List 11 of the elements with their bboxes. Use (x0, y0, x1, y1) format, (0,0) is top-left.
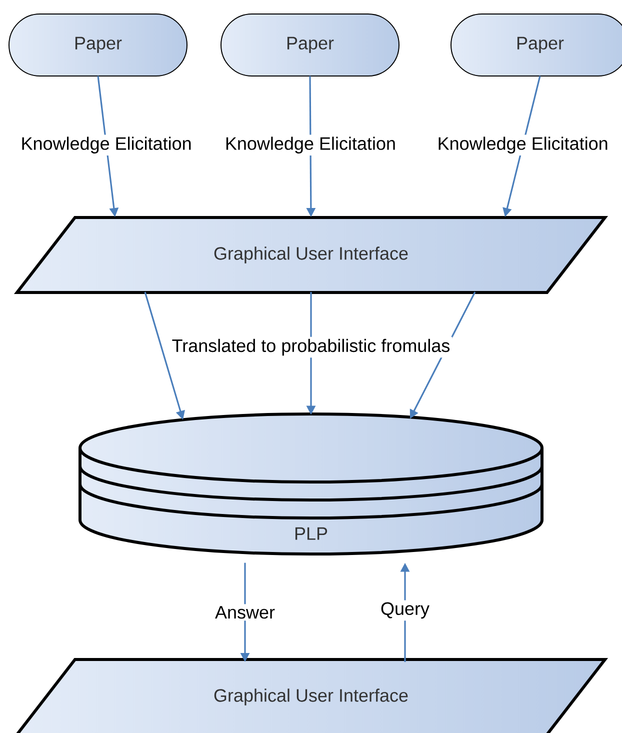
rounded-box: Paper (450, 14, 622, 76)
edge-label: Translated to probabilistic fromulas (170, 336, 452, 358)
rounded-box: Paper (8, 14, 188, 76)
edge-label: Query (378, 600, 432, 621)
edge-label: Knowledge Elicitation (18, 134, 194, 156)
edge-label: Knowledge Elicitation (435, 134, 610, 156)
database-cylinder: PLP (78, 412, 544, 556)
edge-label: Knowledge Elicitation (222, 134, 398, 156)
edge-label: Answer (213, 604, 278, 621)
rounded-box: Paper (220, 14, 400, 76)
node-label: PLP (295, 527, 328, 540)
